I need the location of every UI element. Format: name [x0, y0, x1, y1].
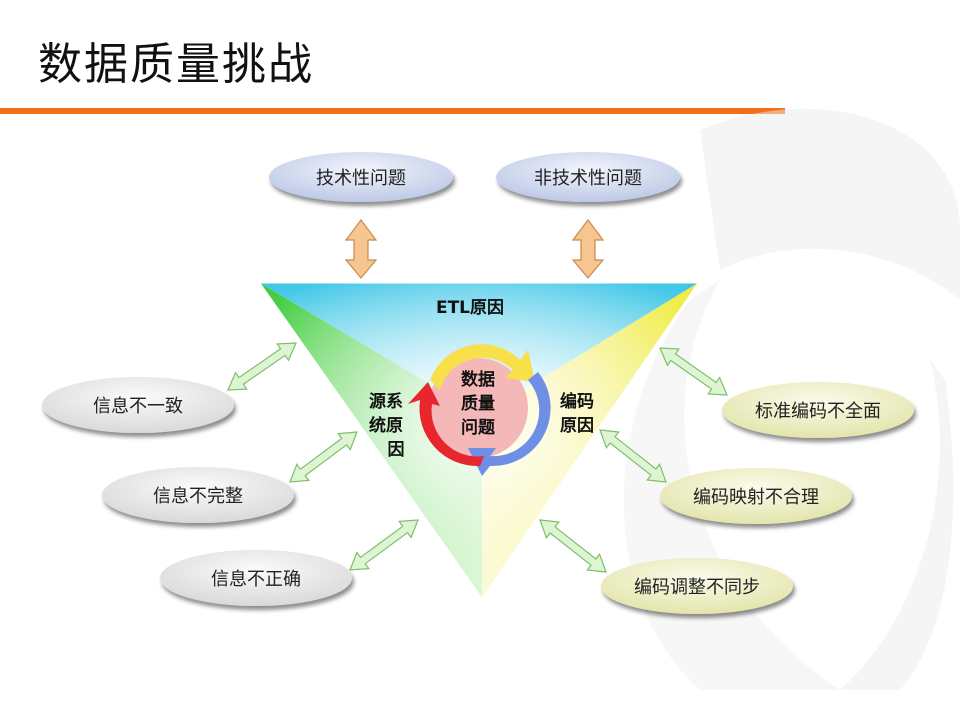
center-label-line1: 数据: [461, 369, 495, 390]
bubble-standard-coding: [722, 382, 914, 438]
arrow-incorrect: [349, 519, 419, 571]
arrow-incomplete: [289, 431, 358, 483]
bubble-technical: [269, 152, 453, 202]
center-label-line2: 质量: [461, 393, 495, 414]
source-system-label-line3: 因: [388, 440, 405, 460]
source-system-label-line1: 源系: [369, 391, 403, 412]
bubble-coding-sync: [601, 558, 793, 614]
arrow-standard-coding: [659, 347, 728, 396]
title-underline: [0, 108, 785, 114]
double-arrow-right-vertical: [571, 219, 605, 279]
source-system-label-line2: 统原: [369, 415, 403, 436]
arrow-coding-sync: [539, 519, 607, 573]
bubble-incorrect: [160, 550, 352, 606]
bubble-standard-coding-label: 标准编码不全面: [755, 401, 881, 422]
coding-cause-label-line2: 原因: [560, 416, 594, 436]
diagonal-connector-arrows: [227, 342, 728, 573]
bubble-incorrect-label: 信息不正确: [211, 569, 301, 590]
bubble-incomplete-label: 信息不完整: [153, 486, 243, 507]
center-label-line3: 问题: [461, 417, 496, 438]
bubble-coding-sync-label: 编码调整不同步: [634, 577, 760, 598]
bubble-coding-mapping: [660, 468, 852, 524]
bubble-non-technical: [496, 152, 680, 202]
etl-cause-label: ETL原因: [436, 298, 504, 318]
page-title: 数据质量挑战: [38, 39, 314, 90]
bubble-inconsistent: [42, 377, 234, 433]
bubble-coding-mapping-label: 编码映射不合理: [693, 487, 819, 508]
coding-cause-label-line1: 编码: [560, 391, 594, 412]
bubble-inconsistent-label: 信息不一致: [93, 396, 183, 417]
cycle-arrows-icon: [408, 344, 551, 476]
bubble-technical-label: 技术性问题: [316, 168, 406, 189]
arrow-inconsistent: [227, 342, 297, 391]
bubble-incomplete: [102, 467, 294, 523]
bubble-non-technical-label: 非技术性问题: [534, 168, 642, 189]
double-arrow-left-vertical: [344, 219, 378, 279]
arrow-coding-mapping: [599, 429, 667, 483]
